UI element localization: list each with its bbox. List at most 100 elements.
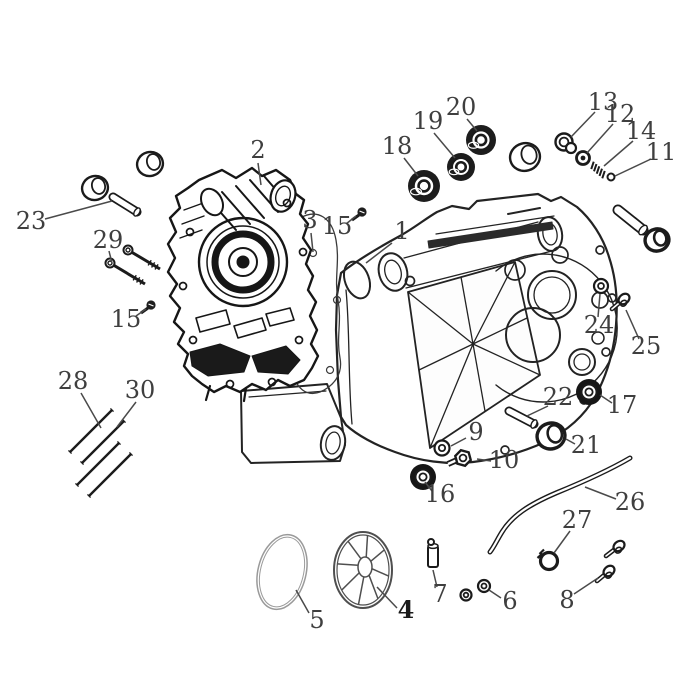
pin-22	[504, 406, 539, 429]
bearing-18	[408, 170, 440, 202]
washer-6b	[476, 578, 492, 594]
part-label-15: 15	[322, 212, 353, 240]
bushing-21	[535, 421, 567, 451]
hose-26	[487, 455, 633, 555]
leader-line-14	[603, 140, 634, 167]
leader-line-3	[310, 232, 314, 253]
part-label-12: 12	[605, 100, 636, 128]
part-label-21: 21	[571, 431, 602, 459]
leader-line-22	[526, 405, 549, 417]
part-label-22: 22	[543, 383, 574, 411]
crankcase-left-half	[166, 166, 320, 403]
part-label-23: 23	[16, 207, 47, 235]
leader-line-4	[376, 586, 398, 609]
stud-d	[86, 451, 134, 499]
loose-parts-layer	[67, 125, 671, 611]
part-label-20: 20	[446, 93, 477, 121]
leader-line-12	[586, 123, 614, 154]
leader-line-16	[424, 481, 433, 492]
washer-24	[592, 277, 610, 295]
bolt-29b	[104, 257, 146, 286]
leader-line-5	[295, 589, 310, 614]
bushing-23a	[80, 174, 110, 202]
fan-wheel-4	[333, 531, 393, 609]
part-label-16: 16	[425, 480, 456, 508]
breather-7	[427, 538, 439, 568]
leader-line-21	[565, 438, 576, 445]
dowel-right	[612, 204, 649, 236]
part-label-11: 11	[646, 138, 677, 166]
oil-seal-17	[576, 379, 602, 405]
leader-line-15	[135, 308, 147, 317]
spring-14	[590, 161, 606, 179]
bushing-23b	[135, 150, 165, 178]
leader-line-27	[553, 530, 571, 554]
leader-line-18	[403, 157, 419, 177]
part-label-8: 8	[559, 586, 574, 614]
part-label-17: 17	[607, 391, 638, 419]
gasket-ring-5	[256, 533, 308, 611]
leader-line-8	[573, 577, 599, 595]
part-label-1: 1	[394, 217, 409, 245]
part-label-9: 9	[468, 418, 483, 446]
part-label-2: 2	[250, 136, 265, 164]
leader-line-13	[570, 111, 596, 138]
part-label-6: 6	[502, 587, 517, 615]
part-label-27: 27	[562, 506, 593, 534]
leader-line-15	[345, 215, 357, 225]
part-label-26: 26	[615, 488, 646, 516]
part-label-24: 24	[584, 311, 615, 339]
engine-art	[166, 166, 618, 465]
leader-line-7	[432, 569, 438, 588]
part-label-13: 13	[588, 88, 619, 116]
bolt-8	[594, 564, 616, 584]
bolt-29a	[122, 244, 161, 271]
bushing-upper	[508, 141, 542, 173]
leader-line-11	[614, 158, 652, 177]
leader-line-2	[257, 162, 262, 186]
bearing-20	[466, 125, 496, 155]
leader-line-30	[116, 401, 137, 428]
leader-line-20	[466, 118, 478, 132]
ring-11	[606, 172, 616, 182]
part-label-15: 15	[111, 305, 142, 333]
leader-line-23	[44, 200, 113, 220]
part-label-10: 10	[489, 446, 520, 474]
leader-line-19	[433, 132, 456, 159]
part-label-18: 18	[382, 132, 413, 160]
part-label-14: 14	[626, 117, 657, 145]
leader-line-17	[599, 394, 613, 404]
bolt-extra	[603, 539, 626, 559]
leader-line-10	[476, 458, 492, 462]
part-label-7: 7	[432, 580, 447, 608]
stud-a	[67, 407, 115, 455]
cap-right	[643, 227, 671, 253]
leader-line-6	[488, 589, 502, 599]
part-label-5: 5	[309, 606, 324, 634]
leader-line-26	[584, 486, 617, 500]
part-label-19: 19	[413, 107, 444, 135]
nut-12	[575, 150, 591, 166]
part-label-30: 30	[125, 376, 156, 404]
leader-line-28	[80, 392, 102, 429]
bolt-25	[609, 292, 631, 312]
part-label-4: 4	[398, 595, 415, 624]
plug-10	[446, 448, 473, 468]
leader-line-24	[597, 293, 601, 318]
clamp-27	[536, 548, 560, 572]
part-label-29: 29	[93, 226, 124, 254]
washer-6a	[459, 588, 473, 602]
stud-c	[74, 440, 122, 488]
leader-line-9	[450, 437, 467, 447]
bearing-19	[447, 153, 475, 181]
leader-line-29	[108, 250, 113, 264]
part-label-28: 28	[58, 367, 89, 395]
washer-9	[433, 439, 451, 457]
part-label-3: 3	[302, 206, 317, 234]
pin-23	[108, 192, 142, 217]
oil-seal-16	[410, 464, 436, 490]
part-label-25: 25	[631, 332, 662, 360]
